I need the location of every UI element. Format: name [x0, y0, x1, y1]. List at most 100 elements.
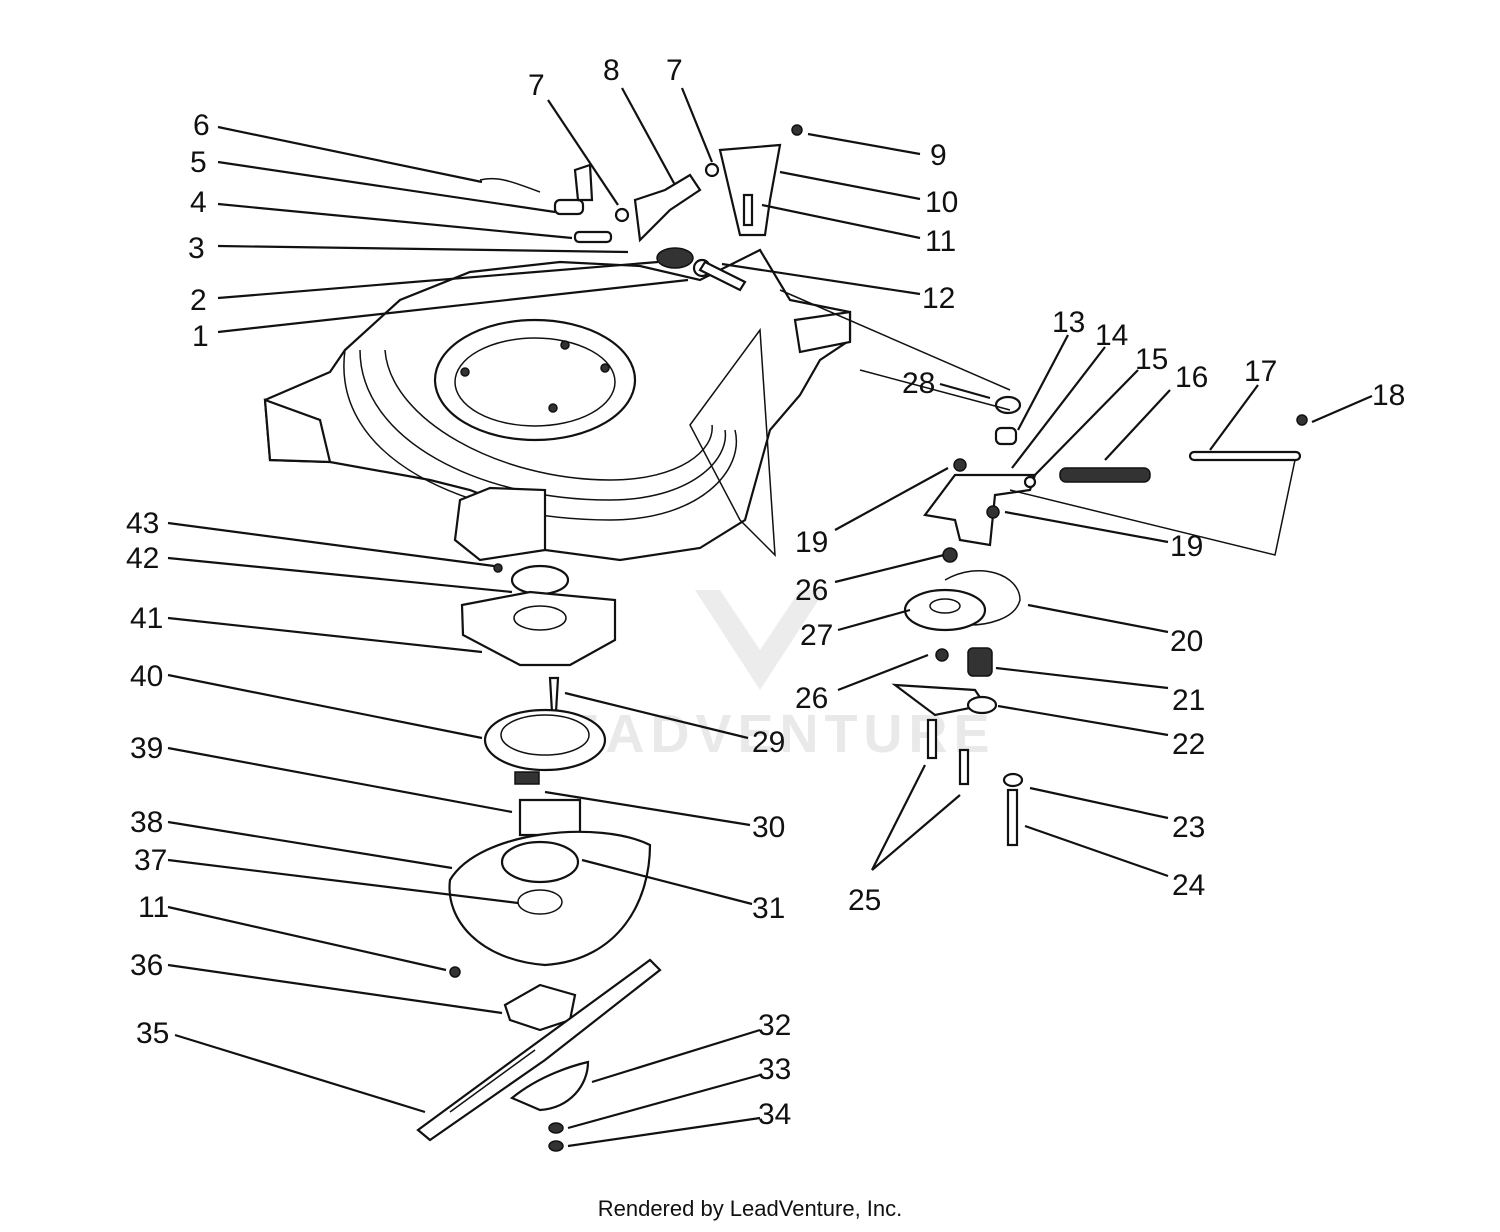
blade-slot [449, 1049, 536, 1113]
part-27-idler-pulley [903, 588, 987, 632]
leader-40 [167, 673, 483, 740]
deck-ring-inner [384, 349, 713, 481]
leader-11 [761, 203, 921, 240]
leader-26b [837, 653, 929, 692]
leader-24 [1024, 824, 1169, 878]
footer-credit: Rendered by LeadVenture, Inc. [597, 1196, 903, 1221]
leader-12 [721, 262, 921, 296]
callout-label: 26 [795, 682, 828, 715]
deck-front-lip [263, 398, 332, 464]
callout-label: 21 [1172, 684, 1205, 717]
callout-label: 27 [800, 619, 833, 652]
part-34-nut [548, 1140, 564, 1152]
part-42-bearing [510, 564, 570, 596]
leader-3 [217, 244, 629, 254]
leader-23 [1029, 786, 1169, 820]
callout-label: 35 [136, 1017, 169, 1050]
part-11-screw [742, 193, 754, 227]
callout-label: 1 [192, 320, 209, 353]
leader-32 [591, 1028, 761, 1084]
callout-label: 33 [758, 1053, 791, 1086]
mower-deck [263, 248, 852, 562]
part-27-pulley-hub [929, 598, 961, 614]
deck-bolt-hole [560, 340, 570, 350]
part-43-key [493, 563, 503, 573]
deck-bolt-hole [460, 367, 470, 377]
part-12-shaft [698, 260, 747, 292]
callout-label: 26 [795, 574, 828, 607]
callout-label: 38 [130, 806, 163, 839]
leader-19b [1004, 510, 1169, 544]
leader-7 [547, 99, 619, 206]
callout-label: 41 [130, 602, 163, 635]
leader-18 [1311, 394, 1373, 424]
callout-label: 6 [193, 109, 210, 142]
leader-8 [621, 87, 676, 186]
part-13-sleeve [994, 426, 1018, 446]
deck-rear-flange [793, 310, 852, 354]
leader-29 [564, 691, 749, 740]
callout-label: 42 [126, 542, 159, 575]
callout-label: 40 [130, 660, 163, 693]
callout-label: 18 [1372, 379, 1405, 412]
leader-1 [217, 278, 689, 334]
leader-22 [997, 704, 1169, 737]
callout-label: 28 [902, 367, 935, 400]
leader-28 [939, 382, 991, 400]
part-7-washer-b [704, 162, 720, 178]
part-8-pivot [633, 173, 702, 243]
part-26-nut [942, 547, 958, 563]
leader-13 [1017, 334, 1069, 431]
callout-label: 11 [138, 891, 169, 924]
callout-label: 16 [1175, 361, 1208, 394]
leader-14 [1011, 346, 1106, 469]
part-19-nut [953, 458, 967, 472]
leader-10 [779, 170, 921, 201]
leader-25b [871, 794, 961, 871]
part-17-rod [1188, 450, 1302, 462]
callout-label: 19 [1170, 530, 1203, 563]
leader-33 [567, 1073, 761, 1130]
leader-2 [217, 260, 659, 300]
deck-bolt-hole [548, 403, 558, 413]
callout-label: 32 [758, 1009, 791, 1042]
part-15-clip [1023, 475, 1037, 489]
callout-label: 15 [1135, 343, 1168, 376]
leader-19 [834, 467, 949, 531]
deck-discharge-chute [689, 327, 776, 557]
callout-label: 19 [795, 526, 828, 559]
part-18-screw [1296, 414, 1308, 426]
callout-label: 8 [603, 54, 620, 87]
leader-16 [1104, 389, 1171, 461]
callout-label: 34 [758, 1098, 791, 1131]
height-adjuster-assembly [479, 124, 803, 292]
leader-31 [581, 858, 753, 906]
part-14-arm [923, 473, 1037, 547]
part-19-nut-b [986, 505, 1000, 519]
part-30-key [514, 771, 540, 785]
leader-25a [871, 764, 926, 871]
part-10-bracket [718, 143, 782, 237]
part-24-bolt [1006, 788, 1019, 847]
callout-label: 39 [130, 732, 163, 765]
callout-label: 11 [925, 225, 956, 258]
part-29-bolt [548, 676, 560, 714]
callout-label: 14 [1095, 319, 1128, 352]
part-25-bolt-b [958, 748, 970, 786]
leader-15 [1031, 369, 1139, 479]
part-20-belt-guide [944, 570, 1021, 626]
leader-6 [217, 125, 483, 184]
leader-43 [167, 521, 495, 568]
blade-stack [416, 563, 662, 1152]
leader-38 [167, 820, 453, 870]
callout-label: 7 [528, 69, 545, 102]
part-22-washer [966, 695, 998, 715]
part-26-nut-b [935, 648, 949, 662]
part-25-bolt-a [926, 718, 938, 760]
callout-label: 37 [134, 844, 167, 877]
callout-label: 36 [130, 949, 163, 982]
watermark-logo [695, 590, 825, 690]
leader-4 [217, 202, 573, 240]
assembly-guide-line [1009, 459, 1296, 556]
